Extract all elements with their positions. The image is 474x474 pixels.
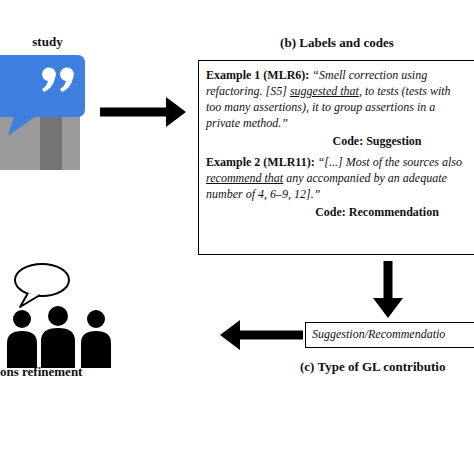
block-arrow bbox=[373, 261, 403, 318]
heading-text: study bbox=[0, 34, 95, 50]
labels-codes-box: (b) Labels and codesExample 1 (MLR6): “S… bbox=[198, 60, 474, 255]
person-head bbox=[13, 310, 31, 328]
example-text: recommend that bbox=[206, 171, 283, 185]
heading-text: (b) Labels and codes bbox=[199, 35, 474, 51]
person-body bbox=[7, 331, 37, 368]
box-text: Suggestion/Recommendatio bbox=[306, 323, 474, 345]
speech-bubble-outline bbox=[15, 264, 69, 296]
quote-mark-shape bbox=[60, 67, 74, 92]
example-text: Example 1 (MLR6): bbox=[206, 68, 309, 82]
example-text: Example 2 (MLR11): bbox=[206, 155, 315, 169]
arrow-shape bbox=[220, 320, 303, 350]
contribution-type-box: Suggestion/Recommendatio(c) Type of GL c… bbox=[305, 322, 474, 348]
person-head bbox=[87, 310, 105, 328]
block-arrow bbox=[220, 320, 303, 350]
heading-text: (c) Type of GL contributio bbox=[300, 359, 474, 375]
person-body bbox=[41, 328, 75, 368]
arrow-shape bbox=[373, 261, 403, 318]
example-paragraph: Example 1 (MLR6): “Smell correction usin… bbox=[206, 67, 468, 131]
speech-bubble-tail bbox=[20, 293, 40, 307]
example-paragraph: Example 2 (MLR11): “[...] Most of the so… bbox=[206, 154, 468, 202]
refinement-illustration: ons refinement bbox=[0, 262, 210, 380]
study-illustration: study bbox=[0, 32, 95, 172]
example-text: suggested that bbox=[290, 84, 359, 98]
arrow-shape bbox=[100, 97, 186, 127]
example-text: “[...] Most of the sources also bbox=[318, 155, 462, 169]
code-label: Code: Recommendation bbox=[206, 205, 468, 220]
quote-mark-shape bbox=[42, 67, 56, 92]
block-arrow bbox=[100, 97, 186, 127]
heading-text: ons refinement bbox=[0, 364, 200, 380]
person-body bbox=[81, 331, 111, 368]
code-label: Code: Suggestion bbox=[206, 134, 468, 149]
speech-bubble-icon bbox=[0, 55, 85, 117]
person-head bbox=[48, 306, 68, 326]
speech-bubble-tail bbox=[8, 116, 36, 136]
